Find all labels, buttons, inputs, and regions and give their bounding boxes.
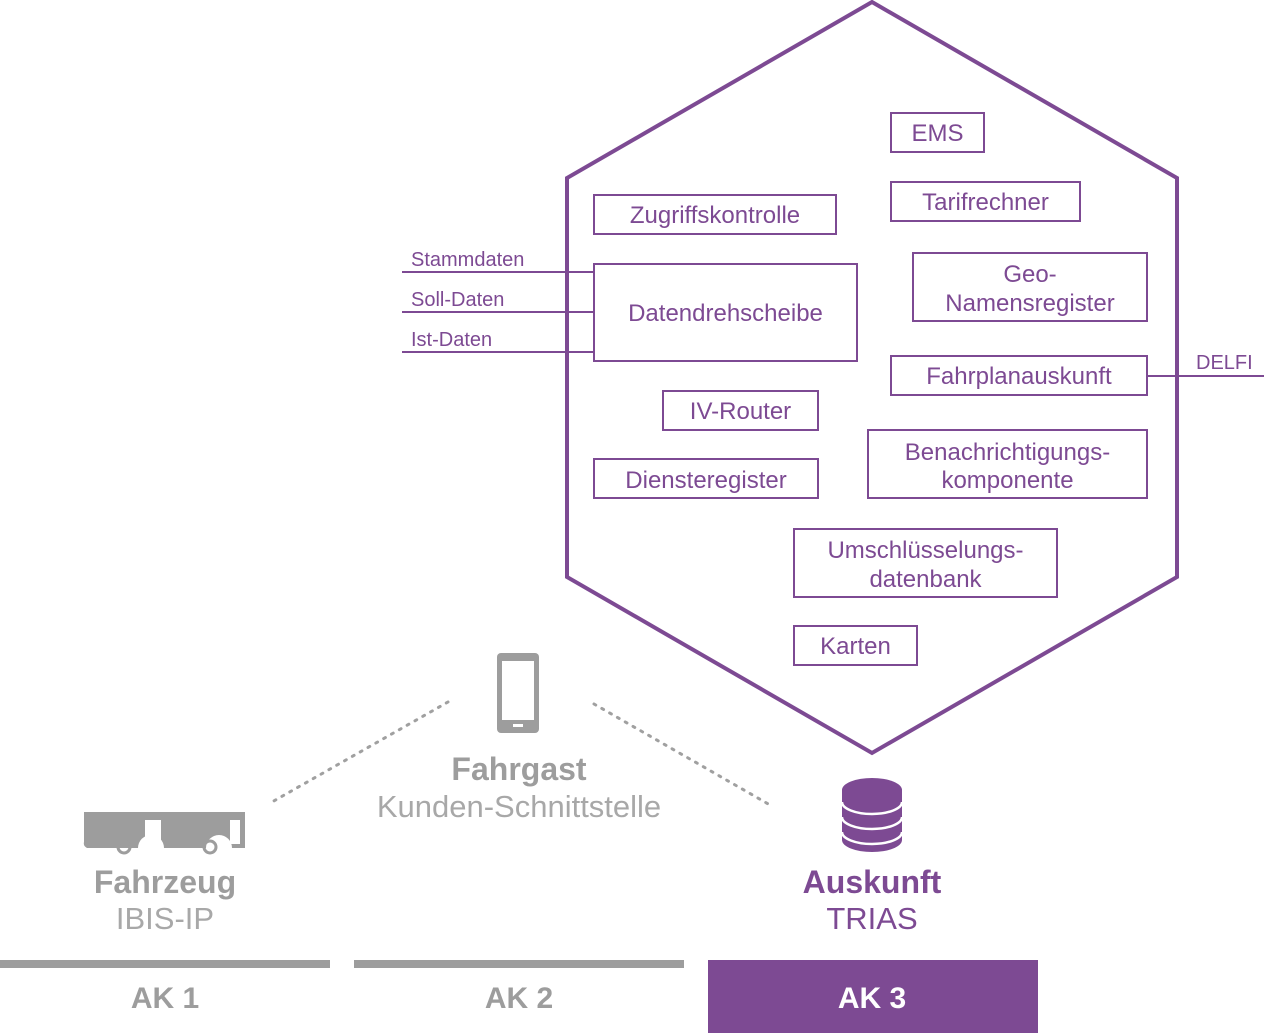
component-benachrichtigungskomponente: Benachrichtigungs- komponente (867, 429, 1148, 499)
component-label-line2: komponente (941, 467, 1073, 494)
input-lines: Stammdaten Soll-Daten Ist-Daten (402, 249, 594, 353)
actor-subtitle-fahrzeug: IBIS-IP (116, 901, 214, 936)
ak3-label: AK 3 (838, 982, 906, 1015)
ak1-label: AK 1 (131, 982, 199, 1015)
component-label-line1: Geo- (1003, 261, 1056, 288)
actor-subtitle-auskunft: TRIAS (826, 901, 917, 936)
dotted-connector-left (270, 700, 450, 804)
component-label: Fahrplanauskunft (926, 363, 1112, 390)
working-group-ak1: AK 1 (0, 960, 330, 1015)
working-group-ak2: AK 2 (354, 960, 684, 1015)
database-icon (840, 778, 904, 852)
input-label-soll-daten: Soll-Daten (411, 289, 504, 311)
component-label-line1: Umschlüsselungs- (827, 537, 1023, 564)
output-line-group: DELFI (1147, 352, 1264, 377)
ak1-bar (0, 960, 330, 968)
ak3-block (708, 960, 1038, 1033)
smartphone-icon (497, 653, 539, 733)
input-label-ist-daten: Ist-Daten (411, 329, 492, 351)
working-group-ak3: AK 3 (708, 960, 1038, 1033)
component-label: Diensteregister (625, 467, 786, 494)
actor-title-fahrgast: Fahrgast (451, 751, 586, 787)
input-label-stammdaten: Stammdaten (411, 249, 524, 271)
component-datendrehscheibe: Datendrehscheibe (593, 263, 858, 362)
component-geo-namensregister: Geo- Namensregister (912, 252, 1148, 322)
output-label-delfi: DELFI (1196, 352, 1253, 374)
component-label: EMS (911, 120, 963, 147)
platform-hexagon (565, 0, 1179, 756)
ak2-label: AK 2 (485, 982, 553, 1015)
component-label: Karten (820, 633, 891, 660)
component-tarifrechner: Tarifrechner (890, 181, 1081, 222)
component-fahrplanauskunft: Fahrplanauskunft (890, 355, 1148, 396)
component-label-line2: Namensregister (945, 290, 1114, 317)
ak2-bar (354, 960, 684, 968)
component-label-line1: Benachrichtigungs- (905, 439, 1110, 466)
actor-title-fahrzeug: Fahrzeug (94, 864, 236, 900)
component-diensteregister: Diensteregister (593, 458, 819, 499)
component-iv-router: IV-Router (662, 390, 819, 431)
component-label-line2: datenbank (869, 566, 982, 593)
bus-icon (83, 812, 245, 855)
actor-title-auskunft: Auskunft (803, 864, 942, 900)
component-umschluesselungsdatenbank: Umschlüsselungs- datenbank (793, 528, 1058, 598)
component-label: Datendrehscheibe (628, 300, 823, 327)
component-label: Tarifrechner (922, 189, 1049, 216)
component-label: Zugriffskontrolle (630, 202, 800, 229)
component-label: IV-Router (690, 398, 791, 425)
dotted-connector-right (592, 702, 772, 807)
actor-subtitle-fahrgast: Kunden-Schnittstelle (377, 789, 661, 824)
component-zugriffskontrolle: Zugriffskontrolle (593, 194, 837, 235)
component-karten: Karten (793, 625, 918, 666)
component-ems: EMS (890, 112, 985, 153)
